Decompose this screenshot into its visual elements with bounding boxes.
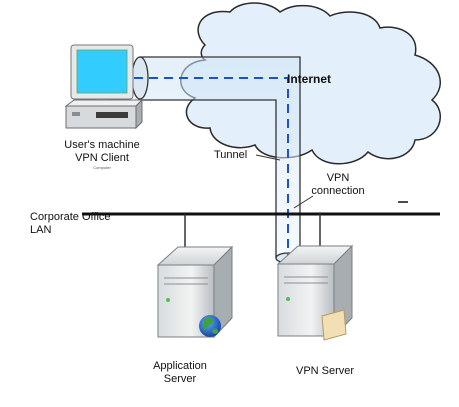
client-label-line2: VPN Client <box>75 152 129 164</box>
vpn-server <box>276 244 354 341</box>
vpn-badge-icon <box>321 309 347 341</box>
tunnel-pipe <box>131 56 301 264</box>
tunnel-label: Tunnel <box>214 149 248 161</box>
application-server <box>156 245 234 339</box>
lan-label-line2: LAN <box>30 224 52 236</box>
client-label: User's machine VPN Client Computer <box>54 139 150 170</box>
client-label-line1: User's machine <box>64 139 140 151</box>
app-server-label: Application Server <box>140 360 220 386</box>
internet-cloud <box>180 2 442 165</box>
app-server-label-line2: Server <box>163 373 197 385</box>
vpn-connection-line2: connection <box>311 185 365 197</box>
vpn-connection-line1: VPN <box>326 172 350 184</box>
lan-label-line1: Corporate Office <box>30 211 111 223</box>
monitor-screen <box>76 49 128 94</box>
internet-label: Internet <box>287 72 332 86</box>
tunnel-pointer <box>255 154 281 161</box>
vpn-server-label: VPN Server <box>296 365 355 377</box>
vpn-connection-label: VPN connection <box>302 172 374 198</box>
client-computer <box>64 44 144 130</box>
lan-label: Corporate Office LAN <box>30 211 111 237</box>
vpn-connection-line <box>134 77 289 262</box>
client-caption: Computer <box>93 165 111 170</box>
app-server-label-line1: Application <box>153 360 207 372</box>
connection-pointer <box>293 195 314 209</box>
